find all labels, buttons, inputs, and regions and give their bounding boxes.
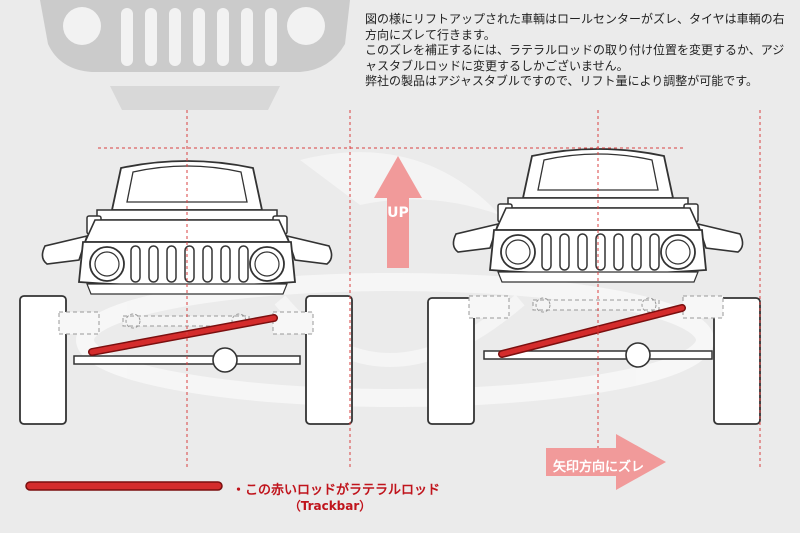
tire-right-lifted (713, 297, 761, 425)
jeep-stock (19, 160, 353, 425)
up-arrow-label: UP (387, 205, 409, 221)
differential-lifted (625, 342, 651, 368)
legend-label: ・この赤いロッドがラテラルロッド (232, 483, 441, 498)
trackbar-stock (89, 315, 277, 355)
grille-logo (40, 0, 350, 110)
description-text: 図の様にリフトアップされた車輌はロールセンターがズレ、タイヤは車輌の右方向にズレ… (365, 12, 790, 90)
tire-right-stock (305, 295, 353, 425)
legend-rod-swatch (25, 481, 223, 491)
right-arrow-icon (546, 434, 666, 490)
trackbar-lifted (499, 305, 685, 357)
tire-left-stock (19, 295, 67, 425)
differential-stock (212, 347, 238, 373)
reference-guides (98, 110, 761, 470)
description-line-3: 弊社の製品はアジャスタブルですので、リフト量により調整が可能です。 (365, 74, 759, 88)
jeep-lifted (427, 148, 761, 425)
shift-arrow-label: 矢印方向にズレ (553, 460, 645, 475)
legend-sublabel: （Trackbar） (288, 499, 372, 513)
description-line-1: 図の様にリフトアップされた車輌はロールセンターがズレ、タイヤは車輌の右方向にズレ… (365, 12, 785, 42)
description-line-2: このズレを補正するには、ラテラルロッドの取り付け位置を変更するか、アジャスタブル… (365, 43, 785, 73)
tire-left-lifted (427, 297, 475, 425)
up-arrow-icon (374, 156, 422, 268)
